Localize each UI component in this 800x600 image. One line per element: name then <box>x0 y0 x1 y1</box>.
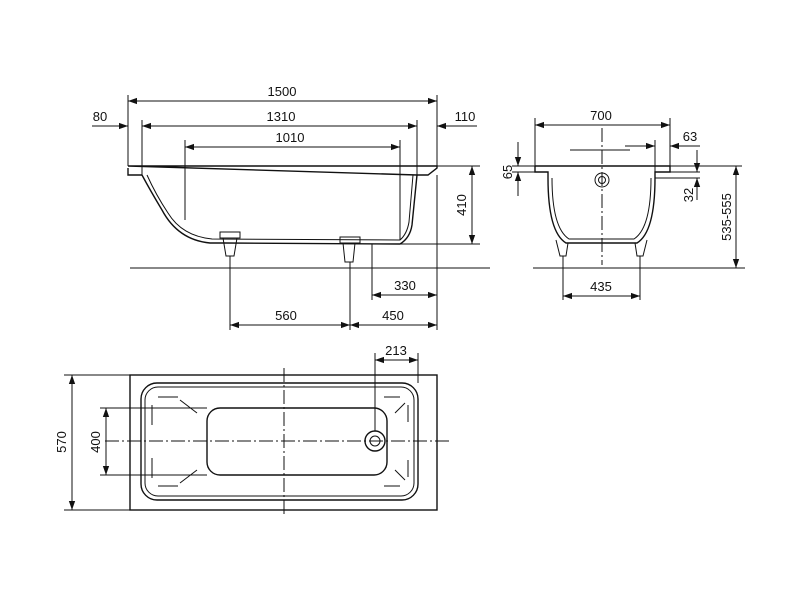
side-rim-outline <box>127 165 438 176</box>
dim-right-rim: 110 <box>455 109 476 124</box>
side-leg-left <box>219 231 241 268</box>
dim-overflow-offset: 63 <box>683 129 697 144</box>
dim-bottom-width: 400 <box>88 431 103 453</box>
side-tub-body <box>141 174 418 245</box>
dim-rim-thickness: 65 <box>500 165 515 179</box>
top-grip-marks <box>151 396 409 487</box>
dim-top-width: 570 <box>54 431 69 453</box>
dim-end-width: 700 <box>590 108 612 123</box>
dim-leg-to-end: 450 <box>382 308 404 323</box>
side-leg-right <box>339 236 361 268</box>
dim-overall-length: 1500 <box>268 84 297 99</box>
dim-drain-offset: 213 <box>385 343 407 358</box>
end-leg-left <box>555 239 569 268</box>
dim-height: 410 <box>454 194 469 216</box>
dim-installed-height: 535-555 <box>719 193 734 241</box>
dim-leg-width: 435 <box>590 279 612 294</box>
side-tub-inner <box>146 174 414 241</box>
end-view: 700 63 65 32 535-555 435 <box>500 108 745 300</box>
dim-leg-spacing: 560 <box>275 308 297 323</box>
dim-left-rim: 80 <box>93 109 107 124</box>
end-leg-right <box>634 239 648 268</box>
dim-leg-offset: 330 <box>394 278 416 293</box>
dim-inner-length: 1310 <box>267 109 296 124</box>
side-view: 1500 80 1310 110 1010 410 330 560 450 <box>92 84 490 330</box>
top-view: 213 570 400 <box>54 343 450 515</box>
dim-rim-drop: 32 <box>681 188 696 202</box>
dim-bottom-length: 1010 <box>276 130 305 145</box>
